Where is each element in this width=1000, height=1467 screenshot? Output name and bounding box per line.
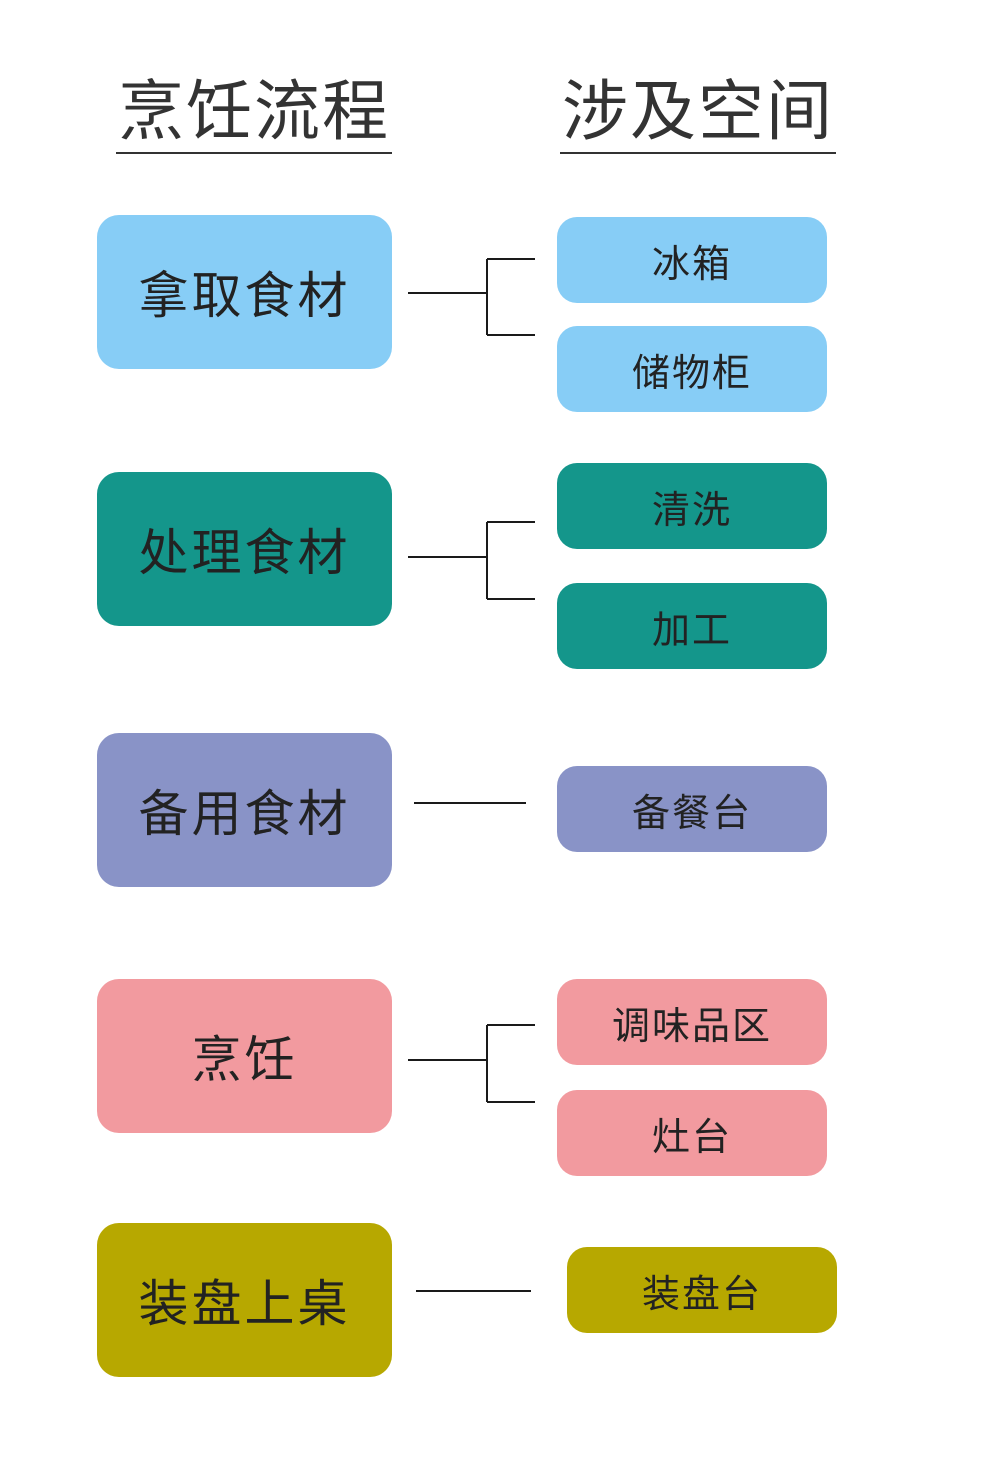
space-prep: 加工 — [557, 583, 827, 669]
space-seasoning-area: 调味品区 — [557, 979, 827, 1065]
connector-step-1 — [408, 258, 535, 336]
space-stove: 灶台 — [557, 1090, 827, 1176]
step-process-ingredients: 处理食材 — [97, 472, 392, 626]
connector-step-2 — [408, 521, 535, 600]
space-fridge: 冰箱 — [557, 217, 827, 303]
step-plating: 装盘上桌 — [97, 1223, 392, 1377]
space-washing: 清洗 — [557, 463, 827, 549]
step-get-ingredients: 拿取食材 — [97, 215, 392, 369]
connector-step-4 — [408, 1024, 535, 1103]
header-spaces: 涉及空间 — [560, 72, 836, 154]
space-plating-counter: 装盘台 — [567, 1247, 837, 1333]
space-storage-cabinet: 储物柜 — [557, 326, 827, 412]
header-process: 烹饪流程 — [116, 72, 392, 154]
step-cooking: 烹饪 — [97, 979, 392, 1133]
space-serving-counter: 备餐台 — [557, 766, 827, 852]
step-standby-ingredients: 备用食材 — [97, 733, 392, 887]
